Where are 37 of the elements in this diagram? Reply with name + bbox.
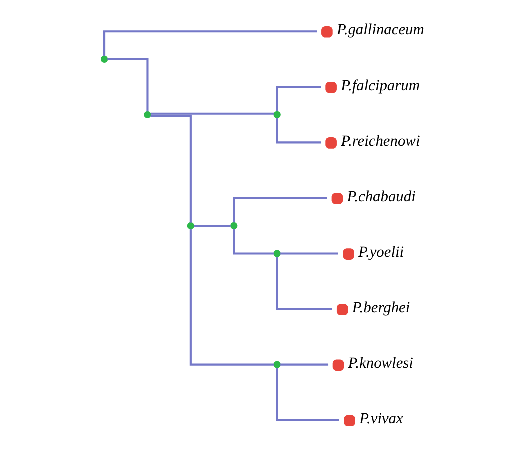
connector bbox=[189, 228, 274, 366]
node-circle bbox=[144, 110, 151, 118]
node-label: P.reichenowi bbox=[340, 132, 420, 150]
node-circle bbox=[344, 414, 355, 426]
connector bbox=[280, 363, 328, 366]
connector bbox=[232, 228, 274, 254]
connector bbox=[103, 30, 317, 56]
node-label: P.gallinaceum bbox=[336, 21, 424, 38]
node-label: P.berghei bbox=[352, 298, 410, 316]
connector bbox=[150, 112, 274, 114]
node-circle bbox=[336, 304, 348, 315]
connector bbox=[194, 224, 230, 227]
node-circle bbox=[325, 82, 336, 93]
node-circle bbox=[321, 26, 332, 38]
node-label: P.knowlesi bbox=[348, 354, 413, 372]
node-circle bbox=[342, 248, 354, 260]
node-label: P.falciparum bbox=[340, 76, 420, 94]
node-circle bbox=[230, 222, 238, 230]
node-circle bbox=[273, 110, 280, 118]
node-circle bbox=[273, 360, 280, 368]
connector bbox=[150, 114, 192, 222]
node-circle bbox=[331, 192, 343, 204]
connector bbox=[276, 256, 332, 310]
node-circle bbox=[273, 250, 280, 257]
node-label: P.yoelii bbox=[358, 243, 404, 260]
connector bbox=[276, 118, 321, 144]
node-circle bbox=[332, 359, 344, 370]
connector bbox=[276, 368, 339, 421]
connector bbox=[276, 86, 321, 112]
connector bbox=[107, 58, 148, 112]
connector bbox=[232, 196, 327, 222]
node-label: P.chabaudi bbox=[346, 188, 416, 205]
node-circle bbox=[100, 55, 108, 62]
node-circle bbox=[186, 222, 194, 230]
node-circle bbox=[325, 137, 336, 148]
node-label: P.vivax bbox=[359, 410, 403, 427]
connector bbox=[280, 252, 338, 254]
